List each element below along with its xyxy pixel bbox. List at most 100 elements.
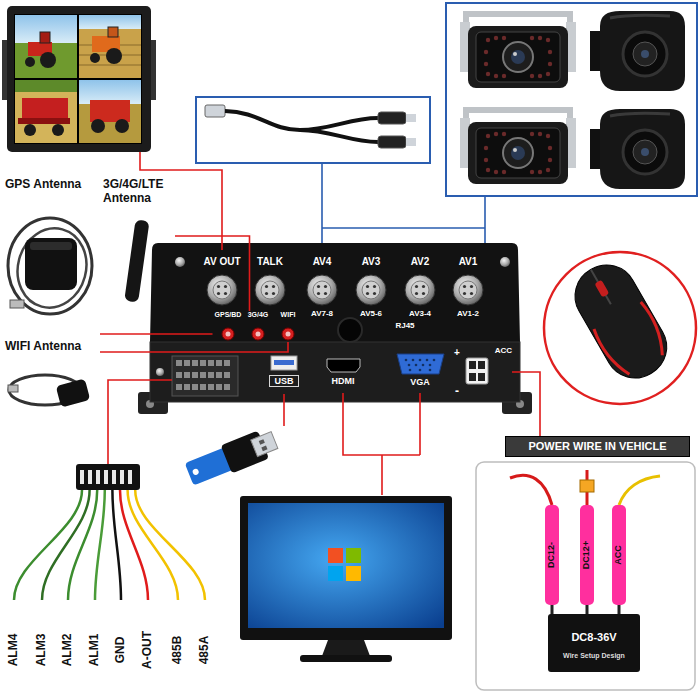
mdvr-housing bbox=[419, 359, 422, 362]
car-monitor bbox=[40, 32, 50, 43]
mdvr-housing bbox=[224, 360, 230, 366]
wifi-antenna bbox=[56, 378, 91, 407]
alarm-harness bbox=[112, 470, 116, 484]
leader-wire bbox=[108, 380, 172, 466]
mdvr-housing bbox=[422, 364, 425, 367]
alarm-harness bbox=[76, 464, 140, 490]
y-splitter-cable bbox=[196, 97, 430, 163]
power-wire-panel bbox=[548, 614, 640, 672]
power-wire-header: POWER WIRE IN VEHICLE bbox=[505, 436, 690, 457]
antenna-port-text: WIFI bbox=[279, 311, 298, 319]
lte-antenna bbox=[124, 219, 149, 302]
alarm-harness bbox=[68, 490, 97, 600]
wireless-mouse bbox=[594, 280, 609, 298]
pc-monitor bbox=[248, 503, 444, 628]
leader-wire bbox=[108, 152, 420, 495]
connector-wire bbox=[100, 333, 213, 335]
camera-set bbox=[590, 109, 685, 189]
port-label: AV4AV7-8 bbox=[309, 256, 336, 318]
gps-antenna bbox=[30, 242, 72, 250]
mdvr-housing bbox=[216, 360, 222, 366]
wire-label: ALM2 bbox=[61, 634, 74, 667]
pc-monitor bbox=[346, 566, 361, 581]
pc-monitor bbox=[346, 548, 361, 563]
car-monitor bbox=[52, 124, 64, 136]
connector-wire bbox=[175, 236, 250, 311]
mdvr-housing bbox=[208, 372, 214, 378]
mdvr-housing bbox=[433, 359, 436, 362]
wire-label: ALM3 bbox=[35, 634, 48, 667]
mdvr-housing bbox=[192, 360, 198, 366]
alarm-harness bbox=[120, 470, 124, 484]
mdvr-housing bbox=[216, 372, 222, 378]
mdvr-housing bbox=[338, 318, 362, 342]
port-label-text: AV3-4 bbox=[409, 309, 431, 318]
mdvr-housing bbox=[469, 373, 476, 381]
brand-note: Wire Setup Design bbox=[563, 652, 625, 660]
port-label-text: AV1 bbox=[459, 256, 478, 268]
power-port: ACC bbox=[462, 346, 512, 390]
power-port-text: ACC bbox=[462, 346, 512, 355]
antenna-label-text: GPS Antenna bbox=[5, 178, 100, 192]
mdvr-housing bbox=[224, 372, 230, 378]
pc-monitor bbox=[240, 496, 452, 662]
camera-set bbox=[590, 11, 685, 91]
mdvr-housing bbox=[282, 328, 294, 340]
pc-monitor bbox=[328, 548, 343, 563]
port-label: TALK bbox=[255, 256, 285, 268]
port-label: AV3AV5-6 bbox=[358, 256, 385, 318]
hdmi-port: HDMI bbox=[330, 376, 357, 386]
car-monitor bbox=[18, 118, 70, 124]
mdvr-housing bbox=[408, 364, 411, 367]
pc-monitor bbox=[328, 566, 343, 581]
power-wire-panel bbox=[580, 480, 594, 492]
vga-port: VGA bbox=[408, 377, 432, 387]
mdvr-housing bbox=[200, 372, 206, 378]
antenna-label-text: WIFI Antenna bbox=[5, 340, 100, 354]
antenna-label-text: 3G/4G/LTE Antenna bbox=[103, 178, 175, 206]
mdvr-housing bbox=[356, 275, 386, 305]
alarm-harness bbox=[128, 470, 132, 484]
power-wire-panel bbox=[545, 505, 559, 605]
usb-port-text: USB bbox=[272, 376, 296, 386]
alarm-harness bbox=[95, 490, 105, 600]
mdvr-housing bbox=[175, 257, 185, 267]
usb-stick bbox=[259, 439, 265, 445]
alarm-harness bbox=[14, 490, 205, 600]
wire-label: ALM4 bbox=[7, 634, 20, 667]
mdvr-housing bbox=[176, 360, 182, 366]
port-label-text: AV4 bbox=[313, 256, 332, 268]
car-monitor bbox=[15, 15, 77, 43]
mdvr-housing bbox=[429, 369, 432, 372]
antenna-port: GPS/BD bbox=[213, 311, 244, 342]
car-monitor bbox=[7, 6, 151, 152]
port-label-text: TALK bbox=[255, 256, 285, 268]
port-label: AV2AV3-4 bbox=[407, 256, 434, 318]
y-splitter-cable bbox=[225, 111, 378, 142]
wire-label: A-OUT bbox=[141, 631, 154, 669]
video-bracket-line bbox=[322, 163, 485, 252]
mdvr-housing bbox=[397, 354, 444, 374]
car-monitor bbox=[108, 27, 118, 37]
mdvr-housing bbox=[478, 373, 485, 381]
port-label: RJ45 bbox=[395, 322, 414, 331]
antenna-label: GPS Antenna bbox=[5, 178, 100, 338]
wifi-antenna bbox=[8, 375, 90, 408]
mdvr-housing bbox=[208, 384, 214, 390]
y-splitter-cable bbox=[378, 136, 406, 148]
mdvr-housing bbox=[409, 369, 412, 372]
y-splitter-cable bbox=[406, 138, 416, 146]
power-wire-panel bbox=[612, 505, 626, 605]
mdvr-housing bbox=[405, 359, 436, 372]
vga-port-text: VGA bbox=[408, 377, 432, 387]
polarity-sign: - bbox=[455, 385, 459, 398]
y-splitter-cable bbox=[406, 114, 416, 122]
port-label-text: AV5-6 bbox=[360, 309, 382, 318]
car-monitor bbox=[115, 119, 129, 133]
gps-antenna bbox=[25, 238, 77, 290]
mdvr-housing bbox=[405, 359, 408, 362]
gps-antenna bbox=[8, 218, 92, 314]
mdvr-housing bbox=[200, 384, 206, 390]
mdvr-housing bbox=[222, 328, 234, 340]
